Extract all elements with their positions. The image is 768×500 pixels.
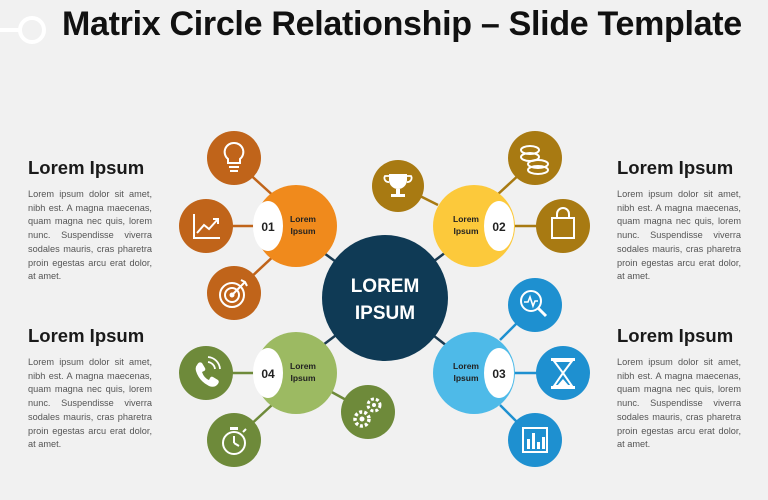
node-01-number: 01 xyxy=(261,220,275,234)
text-block-bottom-right: Lorem Ipsum Lorem ipsum dolor sit amet, … xyxy=(617,325,741,452)
block-body: Lorem ipsum dolor sit amet, nibh est. A … xyxy=(28,357,152,450)
trophy-icon xyxy=(372,160,424,212)
center-hub: LOREM IPSUM xyxy=(322,235,448,361)
slide-title: Matrix Circle Relationship – Slide Templ… xyxy=(62,5,742,43)
center-circle xyxy=(322,235,448,361)
slide-pin-decoration xyxy=(0,16,46,44)
shopping-bag-icon xyxy=(536,199,590,253)
stopwatch-icon xyxy=(207,413,261,467)
center-line1: LOREM xyxy=(351,276,420,297)
node-04-label-line1: Lorem xyxy=(290,361,316,371)
block-heading: Lorem Ipsum xyxy=(617,157,734,178)
search-analytics-icon xyxy=(508,278,562,332)
node-02: 02 Lorem Ipsum xyxy=(372,131,590,267)
node-01-label-line2: Ipsum xyxy=(290,226,315,236)
coins-icon xyxy=(508,131,562,185)
node-04-number-badge xyxy=(253,348,283,398)
hourglass-icon xyxy=(536,346,590,400)
node-04: 04 Lorem Ipsum xyxy=(179,332,395,467)
node-01-number-badge xyxy=(253,201,283,251)
bar-report-icon xyxy=(508,413,562,467)
node-01-label-line1: Lorem xyxy=(290,214,316,224)
node-03-label-line1: Lorem xyxy=(453,361,479,371)
node-04-label-line2: Ipsum xyxy=(290,373,315,383)
node-03-number: 03 xyxy=(492,367,506,381)
node-03-label-line2: Ipsum xyxy=(453,373,478,383)
center-line2: IPSUM xyxy=(355,303,415,324)
block-body: Lorem ipsum dolor sit amet, nibh est. A … xyxy=(28,189,152,282)
block-heading: Lorem Ipsum xyxy=(28,157,145,178)
chart-growth-icon xyxy=(179,199,233,253)
node-04-number: 04 xyxy=(261,367,275,381)
block-heading: Lorem Ipsum xyxy=(617,325,734,346)
text-block-top-left: Lorem Ipsum Lorem ipsum dolor sit amet, … xyxy=(28,157,152,284)
block-body: Lorem ipsum dolor sit amet, nibh est. A … xyxy=(617,357,741,450)
node-03: 03 Lorem Ipsum xyxy=(433,278,590,467)
node-01: 01 Lorem Ipsum xyxy=(179,131,337,320)
node-02-number: 02 xyxy=(492,220,506,234)
text-block-top-right: Lorem Ipsum Lorem ipsum dolor sit amet, … xyxy=(617,157,741,284)
gears-icon xyxy=(341,385,395,439)
node-02-label-line2: Ipsum xyxy=(453,226,478,236)
lightbulb-icon xyxy=(207,131,261,185)
node-02-label-line1: Lorem xyxy=(453,214,479,224)
node-02-number-badge xyxy=(484,201,514,251)
text-block-bottom-left: Lorem Ipsum Lorem ipsum dolor sit amet, … xyxy=(28,325,152,452)
block-body: Lorem ipsum dolor sit amet, nibh est. A … xyxy=(617,189,741,282)
node-03-number-badge xyxy=(484,348,514,398)
block-heading: Lorem Ipsum xyxy=(28,325,145,346)
target-icon xyxy=(207,266,261,320)
phone-icon xyxy=(179,346,233,400)
